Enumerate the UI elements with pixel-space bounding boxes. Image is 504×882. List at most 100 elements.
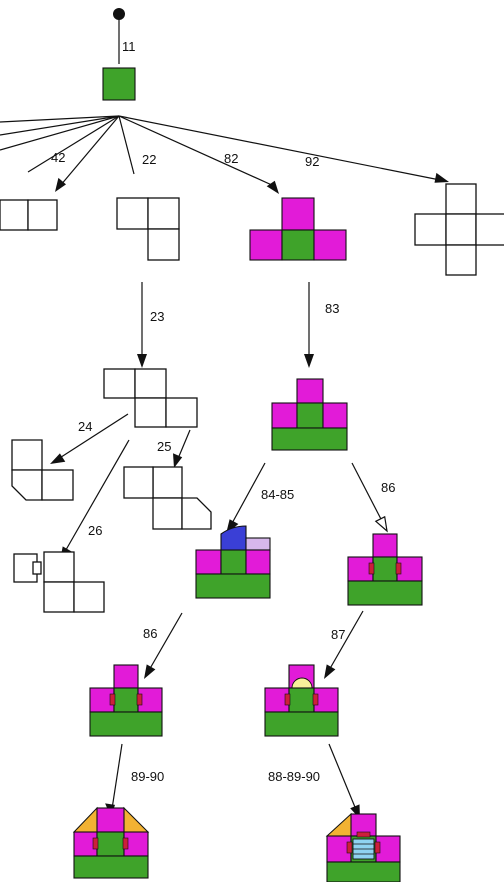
- red-flap: [109, 693, 116, 706]
- green-cell: [296, 402, 324, 429]
- edge-25: [176, 429, 191, 462]
- net-cell: [445, 183, 477, 215]
- net-cell: [27, 199, 58, 231]
- arrow-head-icon: [144, 664, 156, 679]
- edge-89-90: [111, 743, 123, 810]
- red-flap: [346, 841, 353, 854]
- net-cell: [152, 497, 183, 530]
- node-86b: [89, 664, 163, 737]
- edge-label-86b: 86: [143, 626, 157, 641]
- edges: [0, 14, 449, 819]
- net-cell: [147, 228, 180, 261]
- edge-label-23: 23: [150, 309, 164, 324]
- node-24: [11, 439, 74, 501]
- green-cell: [113, 687, 139, 713]
- edge-offscreen-2: [0, 115, 120, 136]
- magenta-cell: [281, 197, 315, 231]
- node-22: [116, 197, 180, 261]
- green-cell: [220, 549, 247, 575]
- green-base: [89, 711, 163, 737]
- edge-labels: 11 42 22 82 92 23 83 24 25 26 84-85 86 8…: [51, 39, 395, 784]
- node-83: [271, 378, 348, 451]
- green-base: [73, 855, 149, 879]
- edge-label-86a: 86: [381, 480, 395, 495]
- orange-flap: [123, 806, 150, 833]
- edge-92: [118, 115, 441, 181]
- edge-label-83: 83: [325, 301, 339, 316]
- node-42: [0, 199, 58, 231]
- node-25: [123, 466, 212, 530]
- net-cell: [103, 368, 136, 399]
- edge-label-84-85: 84-85: [261, 487, 294, 502]
- net-tab: [32, 561, 42, 575]
- node-87: [264, 664, 339, 737]
- magenta-cell: [372, 533, 398, 558]
- red-flap: [356, 831, 371, 838]
- edge-26: [62, 439, 130, 556]
- net-cell: [11, 439, 43, 471]
- edge-label-89-90: 89-90: [131, 769, 164, 784]
- net-cell: [414, 213, 447, 246]
- edge-label-42: 42: [51, 150, 65, 165]
- node-84-85: [195, 525, 271, 599]
- green-cell: [372, 556, 398, 582]
- green-base: [264, 711, 339, 737]
- net-cell: [475, 213, 504, 246]
- net-cell: [147, 197, 180, 230]
- edge-88-89-90: [328, 743, 358, 813]
- orange-flap: [325, 812, 352, 837]
- node-82: [249, 197, 347, 261]
- edge-label-87: 87: [331, 627, 345, 642]
- net-cell: [152, 466, 183, 499]
- edge-label-92: 92: [305, 154, 319, 169]
- edge-label-25: 25: [157, 439, 171, 454]
- magenta-cell: [245, 549, 271, 575]
- green-cell: [96, 831, 125, 857]
- edge-87: [327, 610, 364, 673]
- edge-offscreen-1: [0, 115, 120, 123]
- net-cell: [445, 213, 477, 246]
- edge-offscreen-3: [0, 115, 120, 151]
- node-92: [414, 183, 504, 276]
- net-cell: [43, 581, 75, 613]
- net-cell: [123, 466, 154, 499]
- arrow-head-icon: [50, 453, 66, 464]
- edge-86a: [351, 462, 384, 524]
- magenta-cell: [322, 402, 348, 429]
- edge-86b: [147, 612, 183, 673]
- net-cell: [116, 197, 149, 230]
- arrow-head-icon: [434, 172, 449, 183]
- magenta-cell: [195, 549, 222, 575]
- node-86a: [347, 533, 423, 606]
- magenta-cell: [296, 378, 324, 404]
- edge-label-82: 82: [224, 151, 238, 166]
- red-flap: [374, 841, 381, 854]
- node-89-90: [72, 806, 150, 879]
- red-flap: [284, 693, 291, 706]
- edge-offscreen-4: [27, 115, 120, 173]
- edge-22: [118, 115, 135, 175]
- net-cell: [41, 469, 74, 501]
- open-arrow-head-icon: [374, 515, 388, 533]
- net-cell: [165, 397, 198, 428]
- net-cell: [0, 199, 29, 231]
- red-flap: [312, 693, 319, 706]
- green-base: [271, 427, 348, 451]
- node-start: [102, 67, 136, 101]
- arrow-head-icon: [324, 664, 336, 679]
- edge-42: [59, 115, 120, 187]
- orange-flap: [72, 806, 98, 833]
- net-cell: [134, 368, 167, 399]
- edge-24: [54, 413, 129, 462]
- blue-flap: [220, 525, 247, 551]
- arrow-head-icon: [173, 453, 183, 468]
- green-cell: [281, 229, 315, 261]
- magenta-cell: [271, 402, 298, 429]
- arrow-head-icon: [304, 354, 314, 368]
- edge-label-11: 11: [122, 39, 136, 54]
- net-cell: [11, 469, 43, 501]
- arrow-head-icon: [55, 177, 66, 192]
- red-flap: [136, 693, 143, 706]
- lavender-flap: [245, 537, 271, 551]
